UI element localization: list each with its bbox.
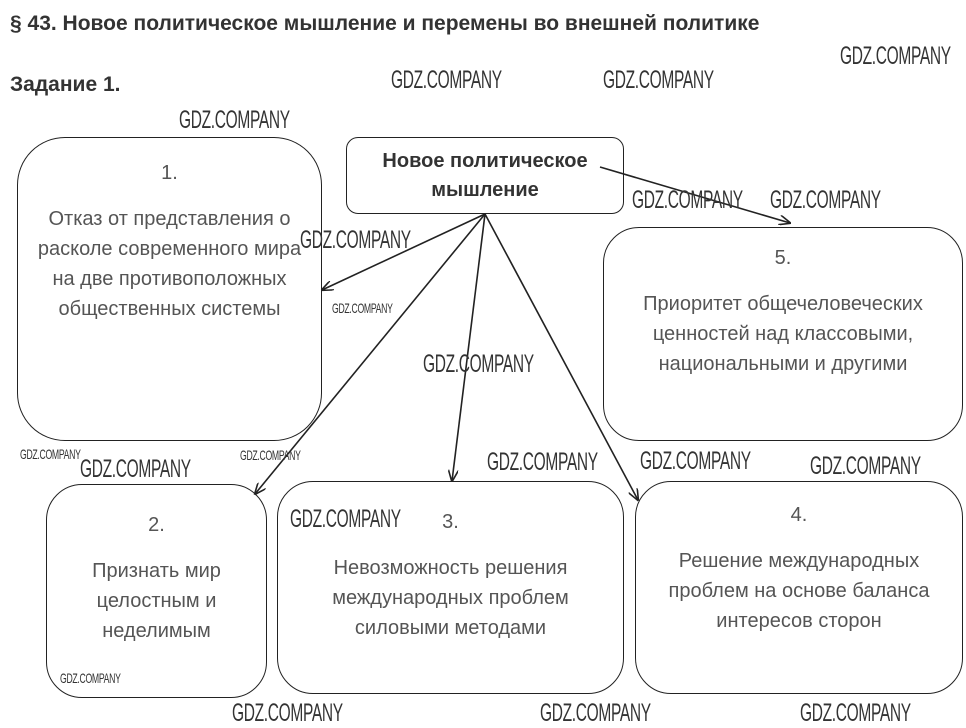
center-node: Новое политическое мышление — [346, 137, 624, 214]
watermark: GDZ.COMPANY — [80, 455, 191, 483]
watermark: GDZ.COMPANY — [540, 699, 651, 727]
box-text: Отказ от представления о расколе совреме… — [37, 208, 302, 320]
box-4: 4. Решение международных проблем на основ… — [635, 481, 963, 694]
watermark: GDZ.COMPANY — [20, 446, 81, 462]
arrow-to-box4 — [484, 213, 638, 500]
watermark: GDZ.COMPANY — [240, 447, 301, 463]
arrow-to-box5 — [599, 166, 790, 223]
watermark: GDZ.COMPANY — [632, 186, 743, 214]
watermark: GDZ.COMPANY — [179, 106, 290, 134]
box-1: 1. Отказ от представления о расколе совре… — [17, 137, 322, 441]
watermark: GDZ.COMPANY — [487, 448, 598, 476]
box-text: Невозможность решения международных проб… — [332, 557, 569, 639]
watermark: GDZ.COMPANY — [423, 350, 534, 378]
watermark: GDZ.COMPANY — [391, 66, 502, 94]
watermark: GDZ.COMPANY — [640, 447, 751, 475]
watermark: GDZ.COMPANY — [332, 300, 393, 316]
box-number: 2. — [148, 514, 165, 536]
box-text: Решение международных проблем на основе … — [668, 550, 930, 632]
watermark: GDZ.COMPANY — [770, 186, 881, 214]
box-2: 2. Признать мир целостным и неделимым — [46, 484, 267, 698]
box-number: 4. — [790, 504, 808, 526]
box-number: 1. — [161, 162, 178, 184]
arrow-to-box2 — [255, 213, 486, 494]
arrow-to-box1 — [322, 213, 486, 290]
watermark: GDZ.COMPANY — [232, 699, 343, 727]
watermark: GDZ.COMPANY — [603, 66, 714, 94]
arrow-to-box3 — [452, 213, 486, 481]
box-text: Приоритет общечеловеческих ценностей над… — [643, 293, 923, 375]
box-number: 5. — [774, 247, 792, 269]
box-3: 3. Невозможность решения международных пр… — [277, 481, 624, 694]
watermark: GDZ.COMPANY — [60, 670, 121, 686]
task-heading: Задание 1. — [10, 73, 121, 96]
box-5: 5. Приоритет общечеловеческих ценностей н… — [603, 227, 963, 441]
box-number: 3. — [442, 511, 459, 533]
watermark: GDZ.COMPANY — [290, 505, 401, 533]
box-text: Признать мир целостным и неделимым — [92, 560, 221, 642]
watermark: GDZ.COMPANY — [840, 42, 951, 70]
watermark: GDZ.COMPANY — [300, 226, 411, 254]
watermark: GDZ.COMPANY — [810, 452, 921, 480]
page-title: § 43. Новое политическое мышление и пере… — [10, 12, 760, 35]
watermark: GDZ.COMPANY — [800, 699, 911, 727]
